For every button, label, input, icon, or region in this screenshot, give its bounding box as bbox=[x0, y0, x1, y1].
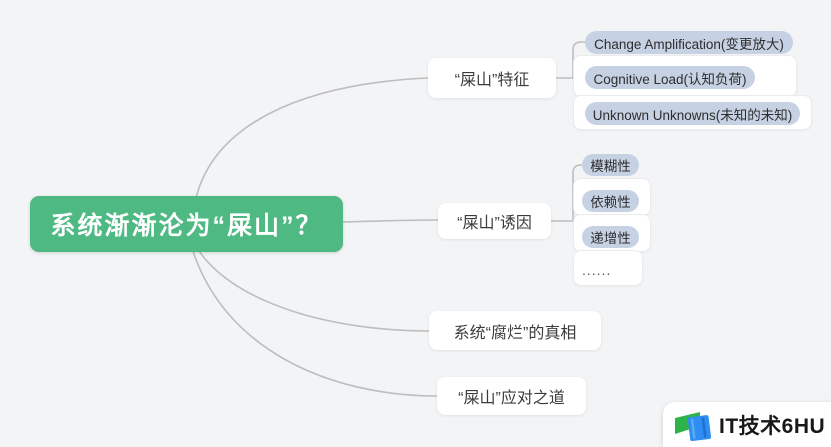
watermark-badge: IT技术6HU bbox=[663, 402, 831, 447]
connector-root-to-remedy bbox=[192, 250, 439, 397]
subtopic-cognitive-load[interactable]: Cognitive Load(认知负荷) bbox=[585, 66, 755, 89]
subtopic-ellipsis[interactable]: ...... bbox=[582, 262, 612, 278]
subtopic-ambiguity[interactable]: 模糊性 bbox=[582, 154, 639, 176]
branch-topic-truth[interactable]: 系统“腐烂”的真相 bbox=[429, 311, 601, 350]
connector-causes-first-child bbox=[572, 164, 584, 222]
branch-topic-features[interactable]: “屎山”特征 bbox=[428, 58, 556, 98]
branch-topic-remedy[interactable]: “屎山”应对之道 bbox=[437, 377, 586, 415]
connector-root-to-truth bbox=[198, 250, 431, 332]
subtopic-change-amplification[interactable]: Change Amplification(变更放大) bbox=[585, 31, 793, 54]
connector-root-to-causes bbox=[342, 219, 441, 223]
branch-topic-causes[interactable]: “屎山”诱因 bbox=[438, 203, 551, 239]
watermark-text: IT技术6HU bbox=[719, 414, 826, 438]
connector-root-to-features bbox=[195, 77, 429, 199]
root-topic[interactable]: 系统渐渐沦为“屎山”？ bbox=[30, 196, 343, 252]
connector-features-first-child bbox=[572, 41, 586, 79]
book-icon bbox=[672, 409, 712, 441]
subtopic-dependency[interactable]: 依赖性 bbox=[582, 190, 639, 212]
subtopic-cell bbox=[573, 250, 643, 286]
subtopic-unknown-unknowns[interactable]: Unknown Unknowns(未知的未知) bbox=[585, 102, 800, 125]
subtopic-increment[interactable]: 递增性 bbox=[582, 226, 639, 248]
